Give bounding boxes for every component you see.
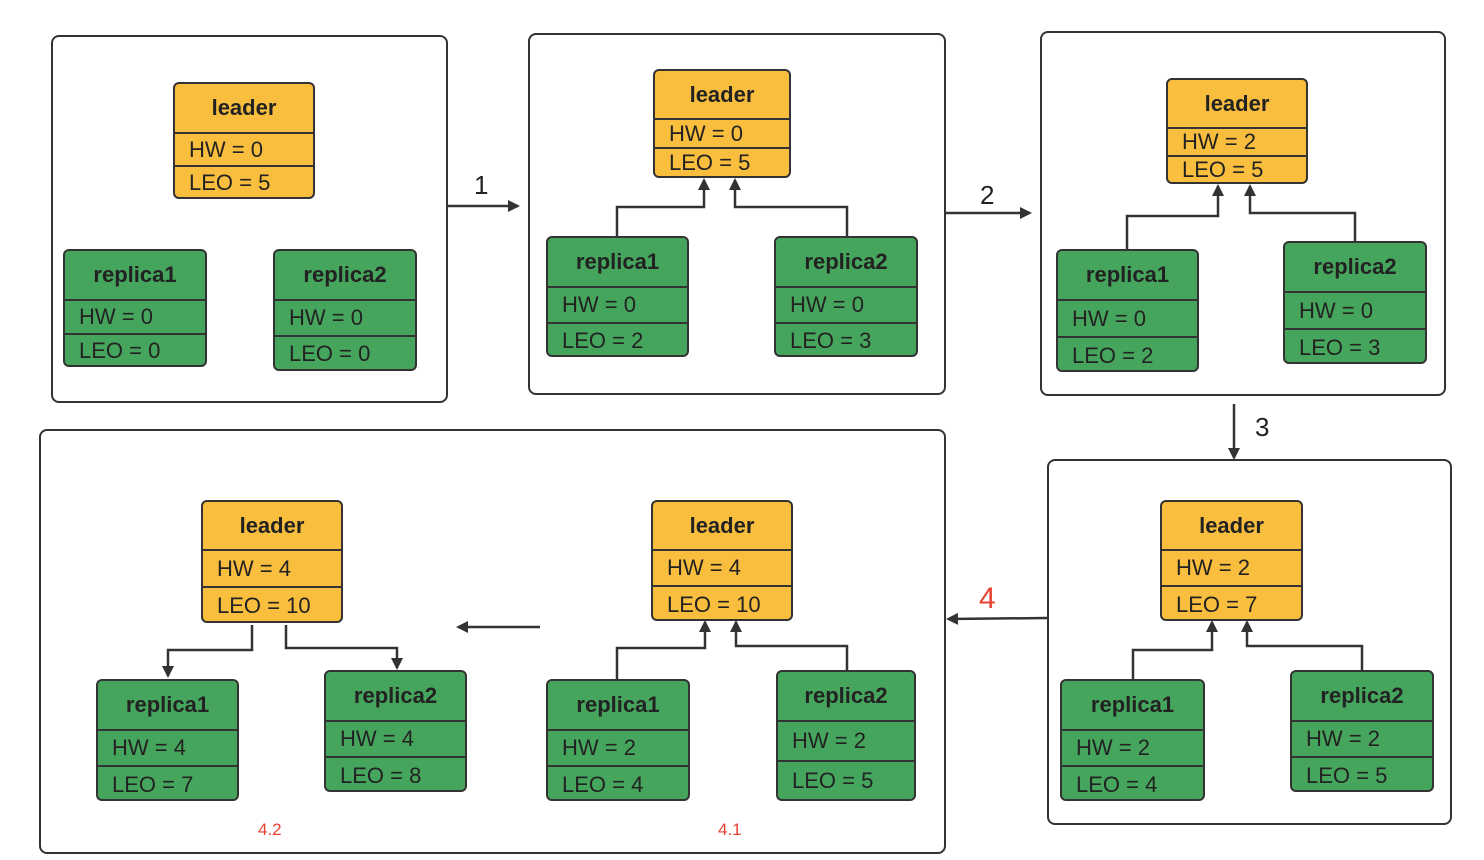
hw-value: HW = 0 <box>65 299 205 333</box>
hw-value: HW = 0 <box>1285 291 1425 328</box>
leo-value: LEO = 5 <box>1292 756 1432 790</box>
node-title: replica1 <box>575 249 660 274</box>
hw-value: HW = 0 <box>776 286 916 322</box>
node-title: replica2 <box>353 683 438 708</box>
hw-value: HW = 0 <box>275 299 415 335</box>
fetch-line-p4-r2 <box>1241 620 1364 671</box>
hw-value: HW = 4 <box>203 549 341 586</box>
leo-value: LEO = 2 <box>548 322 687 355</box>
fetch-line-p41-r2 <box>730 620 849 671</box>
step-label-4-2: 4.2 <box>258 820 282 839</box>
node-title: replica1 <box>1085 262 1170 287</box>
node-title: leader <box>1199 512 1264 538</box>
leo-value: LEO = 0 <box>275 335 415 369</box>
leo-value: LEO = 4 <box>1062 765 1203 799</box>
response-line-p42-r2 <box>284 625 403 670</box>
node-title: leader <box>689 512 755 538</box>
response-line-p42-r1 <box>162 625 254 678</box>
fetch-line-p3-r1 <box>1125 184 1224 250</box>
leo-value: LEO = 3 <box>1285 328 1425 362</box>
hw-value: HW = 2 <box>1062 729 1203 765</box>
leo-value: LEO = 5 <box>175 165 313 197</box>
leo-value: LEO = 10 <box>203 586 341 621</box>
hw-value: HW = 0 <box>548 286 687 322</box>
node-title: replica2 <box>1313 254 1397 279</box>
step-label-4: 4 <box>979 582 996 615</box>
leo-value: LEO = 5 <box>1168 155 1306 182</box>
leo-value: LEO = 4 <box>548 765 688 799</box>
replica2-node-p42: replica2 HW = 4 LEO = 8 <box>324 670 467 792</box>
replica2-node-p41: replica2 HW = 2 LEO = 5 <box>776 670 916 801</box>
fetch-line-p41-r1 <box>615 620 711 680</box>
leader-node-p3: leader HW = 2 LEO = 5 <box>1166 78 1308 184</box>
replica2-node-p3: replica2 HW = 0 LEO = 3 <box>1283 241 1427 364</box>
replica2-node-p2: replica2 HW = 0 LEO = 3 <box>774 236 918 357</box>
node-title: replica1 <box>125 692 210 717</box>
hw-value: HW = 0 <box>1058 299 1197 336</box>
leader-node-p42: leader HW = 4 LEO = 10 <box>201 500 343 623</box>
replica1-node-p42: replica1 HW = 4 LEO = 7 <box>96 679 239 801</box>
replica1-node-p4: replica1 HW = 2 LEO = 4 <box>1060 679 1205 801</box>
step-label-1: 1 <box>474 170 489 200</box>
node-title: leader <box>1204 90 1270 116</box>
hw-value: HW = 2 <box>778 720 914 760</box>
leo-value: LEO = 5 <box>655 147 789 176</box>
node-title: leader <box>239 512 305 538</box>
leo-value: LEO = 2 <box>1058 336 1197 370</box>
replica2-node-p1: replica2 HW = 0 LEO = 0 <box>273 249 417 371</box>
node-title: replica1 <box>93 262 177 287</box>
leo-value: LEO = 7 <box>1162 585 1301 619</box>
leo-value: LEO = 0 <box>65 333 205 365</box>
replica1-node-p1: replica1 HW = 0 LEO = 0 <box>63 249 207 367</box>
hw-value: HW = 4 <box>98 729 237 765</box>
hw-value: HW = 0 <box>655 118 789 147</box>
replica1-node-p41: replica1 HW = 2 LEO = 4 <box>546 679 690 801</box>
hw-value: HW = 2 <box>1292 720 1432 756</box>
hw-value: HW = 4 <box>653 549 791 585</box>
hw-value: HW = 2 <box>1168 127 1306 155</box>
leo-value: LEO = 10 <box>653 585 791 619</box>
replica2-node-p4: replica2 HW = 2 LEO = 5 <box>1290 670 1434 792</box>
leader-node-p41: leader HW = 4 LEO = 10 <box>651 500 793 621</box>
leo-value: LEO = 8 <box>326 756 465 790</box>
node-title: replica2 <box>303 262 387 287</box>
hw-value: HW = 4 <box>326 720 465 756</box>
node-title: leader <box>211 95 277 120</box>
node-title: replica2 <box>804 249 888 274</box>
hw-value: HW = 2 <box>548 729 688 765</box>
leader-node-p2: leader HW = 0 LEO = 5 <box>653 69 791 178</box>
fetch-line-p3-r2 <box>1244 184 1357 242</box>
node-title: replica1 <box>1090 692 1175 717</box>
hw-value: HW = 0 <box>175 132 313 165</box>
fetch-line-p2-r2 <box>729 178 849 237</box>
leo-value: LEO = 5 <box>778 760 914 799</box>
replica1-node-p3: replica1 HW = 0 LEO = 2 <box>1056 249 1199 372</box>
leader-node-p1: leader HW = 0 LEO = 5 <box>173 82 315 199</box>
replica1-node-p2: replica1 HW = 0 LEO = 2 <box>546 236 689 357</box>
step-label-3: 3 <box>1255 412 1270 442</box>
leo-value: LEO = 3 <box>776 322 916 355</box>
node-title: leader <box>689 81 755 107</box>
node-title: replica2 <box>804 683 888 708</box>
node-title: replica1 <box>576 692 660 717</box>
step-arrow-4 <box>946 612 1048 625</box>
leader-node-p4: leader HW = 2 LEO = 7 <box>1160 500 1303 621</box>
leo-value: LEO = 7 <box>98 765 237 799</box>
fetch-line-p4-r1 <box>1131 620 1218 680</box>
step-label-4-1: 4.1 <box>718 820 742 839</box>
node-title: replica2 <box>1320 683 1404 708</box>
fetch-line-p2-r1 <box>615 178 710 237</box>
step-label-2: 2 <box>980 180 995 210</box>
hw-value: HW = 2 <box>1162 549 1301 585</box>
